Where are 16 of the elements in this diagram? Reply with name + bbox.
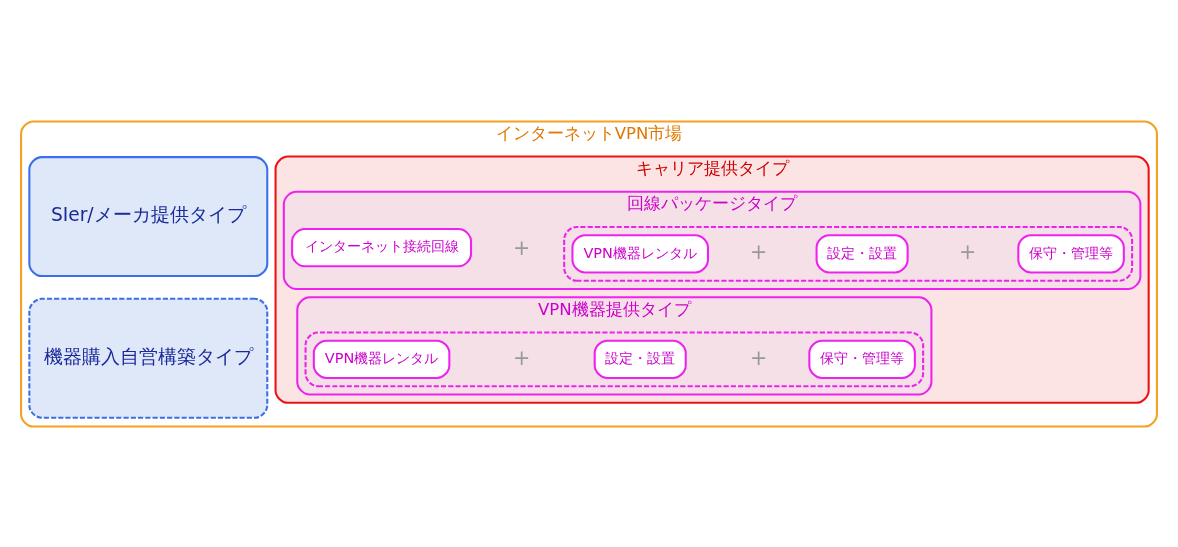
node-box: VPN機器レンタル — [312, 339, 451, 379]
node-box: 保守・管理等 — [1017, 233, 1125, 273]
label: + — [958, 239, 977, 264]
label: + — [513, 235, 531, 260]
node-box: SIer/メーカ提供タイプ — [28, 155, 269, 277]
node-box: VPN機器レンタル — [571, 233, 709, 273]
label: + — [513, 345, 531, 370]
node-box: 設定・設置 — [593, 339, 687, 379]
cluster — [304, 330, 925, 387]
node-box: 設定・設置 — [815, 233, 909, 273]
node-box: 機器購入自営構築タイプ — [28, 297, 269, 419]
cluster — [563, 225, 1134, 282]
node-box: インターネット接続回線 — [291, 227, 473, 267]
node-box: 保守・管理等 — [808, 339, 916, 379]
label: + — [749, 239, 768, 264]
label: + — [749, 345, 768, 370]
